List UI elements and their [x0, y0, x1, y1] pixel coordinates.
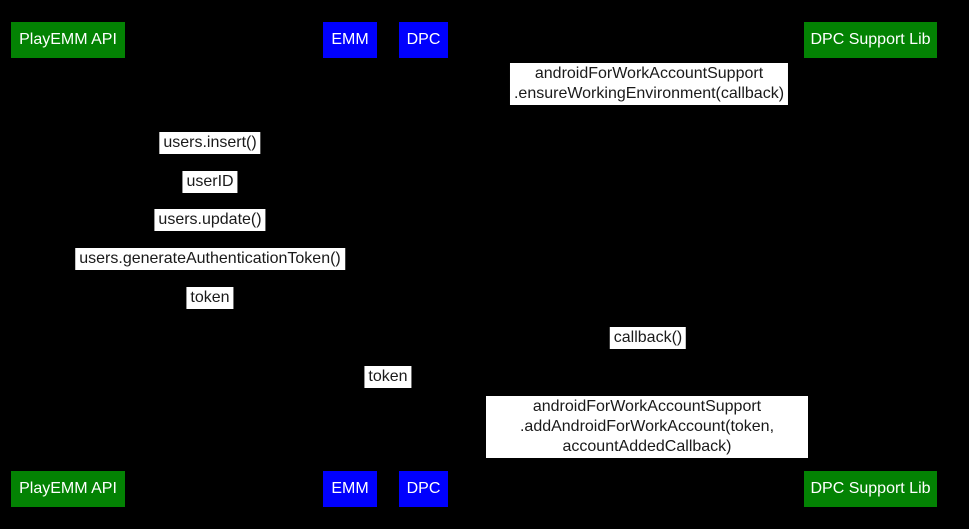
participant-dpc-support-lib-bottom: DPC Support Lib [804, 471, 937, 507]
participant-emm-top: EMM [323, 22, 377, 58]
participant-emm-bottom: EMM [323, 471, 377, 507]
participant-dpc-bottom: DPC [399, 471, 448, 507]
participant-dpc-top: DPC [399, 22, 448, 58]
message-users-update: users.update() [154, 209, 266, 231]
participant-dpc-support-lib-top: DPC Support Lib [804, 22, 937, 58]
message-ensure-working-environment: androidForWorkAccountSupport .ensureWork… [509, 63, 789, 105]
message-user-id: userID [182, 171, 238, 193]
message-users-generate-authentication-token: users.generateAuthenticationToken() [75, 248, 345, 270]
participant-playemm-api-top: PlayEMM API [11, 22, 125, 58]
message-users-insert: users.insert() [159, 132, 261, 154]
message-add-android-for-work-account: androidForWorkAccountSupport .addAndroid… [486, 396, 808, 458]
message-token-return: token [186, 287, 234, 309]
message-token-forward: token [364, 366, 412, 388]
message-callback: callback() [609, 327, 687, 349]
participant-playemm-api-bottom: PlayEMM API [11, 471, 125, 507]
